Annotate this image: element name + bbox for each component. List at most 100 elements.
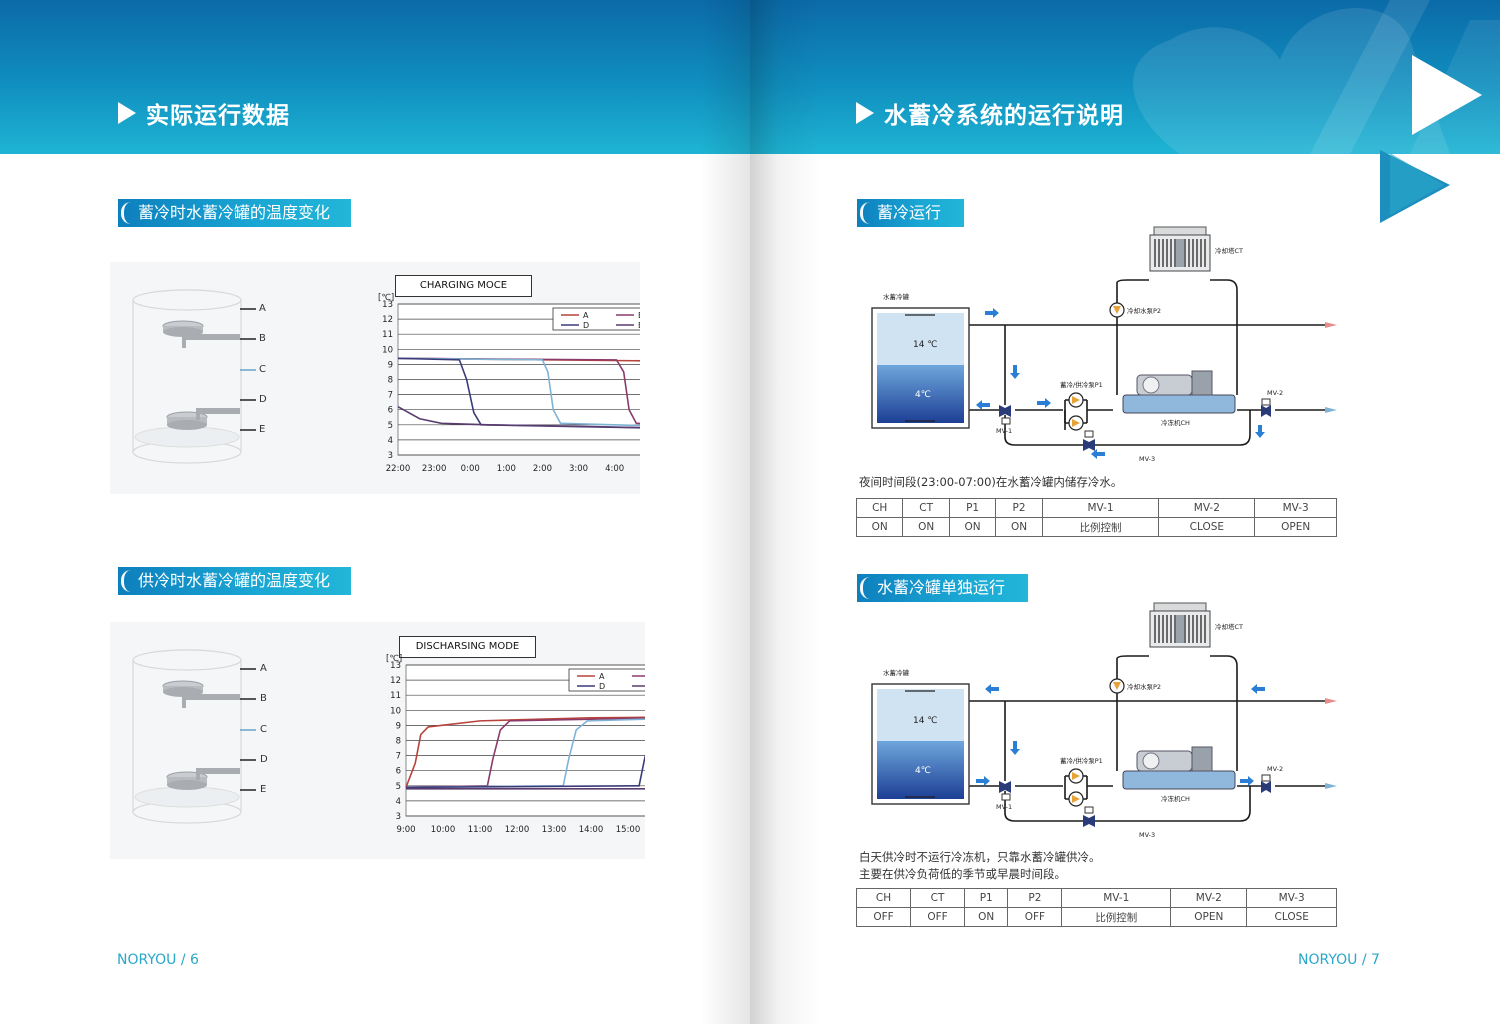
x-tick-label: 10:00 — [431, 825, 456, 835]
tank-label: 水蓄冷罐 — [883, 668, 910, 677]
table-cell: OFF — [1007, 907, 1063, 927]
table-cell: 比例控制 — [1061, 907, 1172, 927]
legend-label-d: D — [599, 682, 605, 691]
legend-box — [568, 668, 645, 692]
tank-label-b: B — [260, 693, 267, 704]
table-cell: P1 — [964, 888, 1009, 908]
cooling-tower-label: 冷却塔CT — [1215, 246, 1243, 255]
page-title: 实际运行数据 — [146, 103, 290, 129]
pump-icon — [1068, 302, 1125, 431]
mv1-label: MV-1 — [996, 427, 1012, 435]
pump-icon — [1068, 678, 1125, 807]
charge-status-table: CH CT P1 P2 MV-1 MV-2 MV-3 ON ON ON ON 比… — [855, 498, 1337, 537]
tank-label-d: D — [260, 754, 268, 765]
x-tick-label: 13:00 — [542, 825, 567, 835]
legend-label-d: D — [583, 321, 589, 330]
cooling-tower-icon — [1149, 226, 1211, 272]
chiller-icon — [1122, 746, 1236, 790]
y-axis-label: [℃] — [378, 293, 394, 303]
legend-label-b: B — [638, 311, 640, 320]
legend-label-a: A — [583, 311, 589, 320]
table-cell: OFF — [855, 907, 912, 927]
y-tick-label: 6 — [388, 406, 393, 416]
tank-label: 水蓄冷罐 — [883, 292, 910, 301]
series-line-e — [406, 788, 645, 790]
pump-p2-label: 冷却水泵P2 — [1127, 306, 1161, 315]
tank-label-c: C — [259, 364, 266, 375]
mv1-label: MV-1 — [996, 803, 1012, 811]
section-heading-discharging: 供冷时水蓄冷罐的温度变化 — [118, 567, 351, 595]
play-triangle-icon — [118, 102, 136, 124]
x-tick-label: 3:00 — [569, 464, 588, 474]
right-page: 水蓄冷系统的运行说明 蓄冷运行 — [750, 0, 1500, 1024]
mv3-label: MV-3 — [1139, 831, 1155, 839]
mv2-label: MV-2 — [1267, 389, 1283, 397]
table-cell: CH — [855, 498, 904, 518]
table-cell: MV-1 — [1041, 498, 1160, 518]
table-cell: MV-3 — [1254, 498, 1337, 518]
x-tick-label: 1:00 — [497, 464, 516, 474]
x-tick-label: 15:00 — [616, 825, 641, 835]
section-heading-charging: 蓄冷时水蓄冷罐的温度变化 — [118, 199, 351, 227]
series-line-b — [397, 357, 640, 425]
table-cell: CT — [910, 888, 966, 908]
page-footer: NORYOU / 7 — [1298, 952, 1380, 968]
y-tick-label: 12 — [390, 676, 401, 686]
charge-description: 夜间时间段(23:00-07:00)在水蓄冷罐内储存冷水。 — [859, 475, 1123, 489]
series-line-a — [405, 716, 645, 788]
valve-icon — [999, 781, 1271, 827]
table-row: ON ON ON ON 比例控制 CLOSE OPEN — [855, 517, 1337, 537]
x-tick-label: 14:00 — [579, 825, 604, 835]
chart-title: CHARGING MOCE — [395, 275, 532, 297]
table-cell: ON — [902, 517, 950, 537]
tank-illustration-icon — [132, 289, 256, 464]
y-axis-label: [℃] — [386, 654, 402, 664]
flow-arrow-icon — [976, 308, 1265, 459]
y-tick-label: 13 — [382, 300, 393, 310]
table-row: OFF OFF ON OFF 比例控制 OPEN CLOSE — [855, 907, 1337, 927]
pump-p2-label: 冷却水泵P2 — [1127, 682, 1161, 691]
tank-only-description: 白天供冷时不运行冷冻机，只靠水蓄冷罐供冷。 主要在供冷负荷低的季节或早晨时间段。 — [859, 849, 1101, 883]
charge-operation-diagram: 水蓄冷罐 冷却塔CT 冷却水泵P2 蓄冷/供冷泵P1 冷冻机CH MV-1 MV… — [871, 226, 1337, 463]
x-tick-label: 0:00 — [461, 464, 480, 474]
y-tick-label: 4 — [396, 797, 401, 807]
play-triangle-icon — [856, 102, 874, 124]
x-tick-label: 23:00 — [422, 464, 447, 474]
x-tick-label: 4:00 — [605, 464, 624, 474]
legend-box — [552, 307, 640, 331]
temp-bottom-label: 4℃ — [915, 766, 931, 776]
cooling-tower-label: 冷却塔CT — [1215, 622, 1243, 631]
y-tick-label: 5 — [388, 421, 393, 431]
table-cell: ON — [995, 517, 1043, 537]
table-cell: CT — [902, 498, 950, 518]
x-tick-label: 9:00 — [396, 825, 415, 835]
table-cell: P1 — [948, 498, 997, 518]
description-line: 白天供冷时不运行冷冻机，只靠水蓄冷罐供冷。 — [859, 850, 1101, 864]
table-cell: ON — [948, 517, 997, 537]
table-cell: P2 — [1007, 888, 1063, 908]
table-cell: MV-1 — [1061, 888, 1172, 908]
tank-label-a: A — [260, 663, 267, 674]
temp-bottom-label: 4℃ — [915, 390, 931, 400]
tank-only-status-table: CH CT P1 P2 MV-1 MV-2 MV-3 OFF OFF ON OF… — [855, 888, 1337, 927]
tank-label-a: A — [259, 303, 266, 314]
left-banner: 实际运行数据 — [0, 0, 750, 154]
mv3-label: MV-3 — [1139, 455, 1155, 463]
page-footer: NORYOU / 6 — [117, 952, 199, 968]
table-header-row: CH CT P1 P2 MV-1 MV-2 MV-3 — [855, 888, 1337, 908]
tank-label-b: B — [259, 333, 266, 344]
series-line-c — [397, 357, 640, 427]
legend-label-e: E — [638, 321, 640, 330]
y-tick-label: 8 — [388, 376, 393, 386]
valve-icon — [999, 405, 1271, 451]
y-tick-label: 7 — [388, 391, 393, 401]
table-cell: OPEN — [1254, 517, 1337, 537]
section-heading-charge-operation: 蓄冷运行 — [857, 199, 964, 227]
table-header-row: CH CT P1 P2 MV-1 MV-2 MV-3 — [855, 498, 1337, 518]
y-tick-label: 3 — [388, 451, 393, 461]
y-tick-label: 10 — [382, 345, 393, 355]
table-cell: MV-2 — [1158, 498, 1256, 518]
table-cell: P2 — [995, 498, 1043, 518]
tank-label-e: E — [260, 784, 267, 795]
